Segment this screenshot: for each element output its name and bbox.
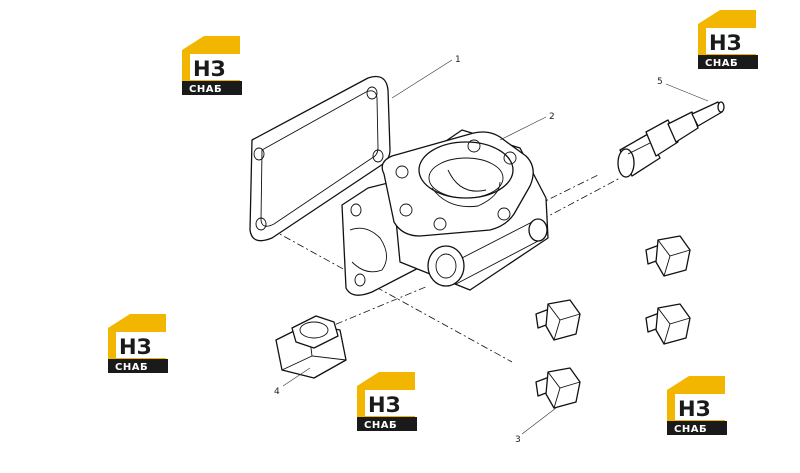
temperature-sensor-part xyxy=(617,101,725,178)
bolt-part xyxy=(535,299,581,341)
watermark-logo: НЗ СНАБ xyxy=(357,372,417,431)
watermark-logo: НЗ СНАБ xyxy=(698,10,758,69)
watermark-logo: НЗ СНАБ xyxy=(108,314,168,373)
watermark-mark: НЗ xyxy=(709,31,742,55)
watermark-word: СНАБ xyxy=(115,362,148,373)
bolt-part xyxy=(645,235,691,277)
watermark-word: СНАБ xyxy=(189,84,222,95)
watermark-mark: НЗ xyxy=(193,57,226,81)
callout-3-label: 3 xyxy=(515,435,521,445)
callout-5-label: 5 xyxy=(657,77,663,87)
callout-4-label: 4 xyxy=(274,387,280,397)
watermark-word: СНАБ xyxy=(674,424,707,435)
thermostat-housing-part xyxy=(341,129,549,296)
bolt-part xyxy=(645,303,691,345)
callout-3: 3 xyxy=(515,407,557,445)
watermark-word: СНАБ xyxy=(705,58,738,69)
bolt-part xyxy=(535,367,581,409)
callout-1: 1 xyxy=(391,55,461,99)
watermark-word: СНАБ xyxy=(364,420,397,431)
watermark-mark: НЗ xyxy=(368,393,401,417)
callout-2-label: 2 xyxy=(549,112,555,122)
watermark-logo: НЗ СНАБ xyxy=(667,376,727,435)
callout-1-label: 1 xyxy=(455,55,461,65)
callout-5: 5 xyxy=(657,77,709,102)
watermark-mark: НЗ xyxy=(678,397,711,421)
drain-plug-part xyxy=(275,315,347,379)
callout-2: 2 xyxy=(499,112,555,141)
watermark-logo: НЗ СНАБ xyxy=(182,36,242,95)
watermark-mark: НЗ xyxy=(119,335,152,359)
callout-4: 4 xyxy=(274,367,311,397)
